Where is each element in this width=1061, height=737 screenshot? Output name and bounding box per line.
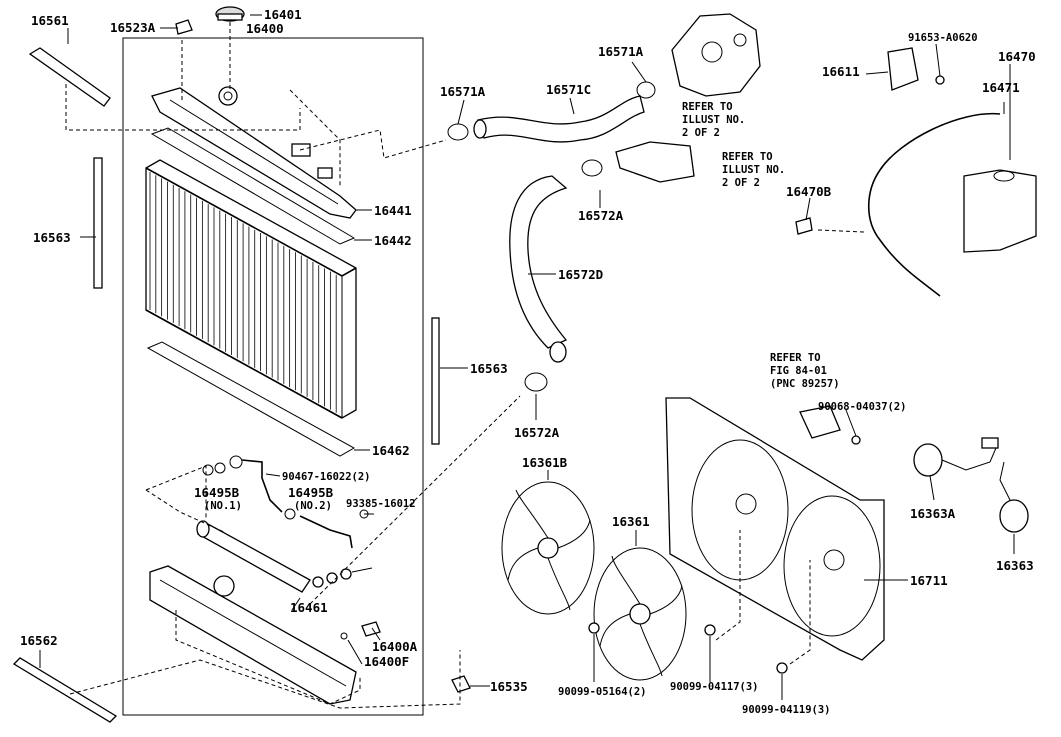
radiator-upper-tank <box>151 86 357 219</box>
label-16361: 16361 <box>612 514 650 529</box>
seal-16561 <box>28 47 111 107</box>
label-16441: 16441 <box>374 203 412 218</box>
fan-motor-16363A <box>913 437 999 477</box>
bracket-16611 <box>887 47 945 91</box>
water-inlet-housing <box>615 141 695 183</box>
note-line: 2 OF 2 <box>682 127 720 139</box>
water-outlet-housing <box>671 13 761 97</box>
label-16495B-1-note: (NO.1) <box>204 500 242 512</box>
oil-cooler-pipe <box>196 520 373 593</box>
label-16471: 16471 <box>982 80 1020 95</box>
lower-radiator-hose <box>509 175 568 363</box>
clamp-16572A-bottom <box>524 372 548 392</box>
upper-radiator-hose <box>473 95 645 143</box>
label-16495B-2-note: (NO.2) <box>294 500 332 512</box>
label-90068: 90068-04037(2) <box>818 401 907 413</box>
label-91653: 91653-A0620 <box>908 32 978 44</box>
label-16571A-top: 16571A <box>598 44 644 59</box>
label-16611: 16611 <box>822 64 860 79</box>
seal-16563-left <box>93 157 103 289</box>
label-16571C: 16571C <box>546 82 591 97</box>
fan-shroud-16711 <box>665 397 885 661</box>
clamp-16572A-top <box>581 159 603 177</box>
seal-16563-right <box>431 317 440 445</box>
drain-plug-16523A <box>175 19 193 35</box>
radiator-cap <box>215 6 245 22</box>
label-16400F: 16400F <box>364 654 409 669</box>
clamp-16571A-left <box>447 123 469 141</box>
label-16523A: 16523A <box>110 20 156 35</box>
label-16572A-bottom: 16572A <box>514 425 560 440</box>
label-90467: 90467-16022(2) <box>282 471 371 483</box>
label-16400A: 16400A <box>372 639 418 654</box>
bracket-16535 <box>451 675 471 693</box>
label-16442: 16442 <box>374 233 412 248</box>
label-16495B-2: 16495B <box>288 485 334 500</box>
fan-relay <box>799 405 841 439</box>
note-refer-illust-mid: REFER TO ILLUST NO. 2 OF 2 <box>722 151 785 189</box>
label-16470B: 16470B <box>786 184 832 199</box>
bolts-fan-mount <box>588 622 788 674</box>
leader-lines <box>39 14 1015 700</box>
radiator-lower-tank <box>149 565 357 705</box>
label-90099-04119: 90099-04119(3) <box>742 704 831 716</box>
radiator-assembly-frame <box>122 37 424 716</box>
label-16461: 16461 <box>290 600 328 615</box>
radiator-core <box>145 159 357 419</box>
note-line: ILLUST NO. <box>722 164 785 176</box>
oil-cooler-hoses <box>202 455 369 549</box>
seal-16562 <box>12 657 118 723</box>
label-16571A-left: 16571A <box>440 84 486 99</box>
label-16561: 16561 <box>31 13 69 28</box>
label-16400: 16400 <box>246 21 284 36</box>
reservoir-tank-16470 <box>963 169 1037 253</box>
label-16563-left: 16563 <box>33 230 71 245</box>
note-refer-fig: REFER TO FIG 84-01 (PNC 89257) <box>770 352 840 390</box>
label-16363: 16363 <box>996 558 1034 573</box>
note-line: (PNC 89257) <box>770 378 840 390</box>
label-16363A: 16363A <box>910 506 956 521</box>
label-16462: 16462 <box>372 443 410 458</box>
note-line: 2 OF 2 <box>722 177 760 189</box>
clip-16470B <box>795 217 813 235</box>
fan-motor-16363 <box>999 461 1029 533</box>
label-16572D: 16572D <box>558 267 603 282</box>
part-labels: 16561 16523A 16401 16400 16571A 16571C 1… <box>20 7 1036 716</box>
note-line: REFER TO <box>682 101 733 113</box>
label-16572A-top: 16572A <box>578 208 624 223</box>
note-refer-illust-top: REFER TO ILLUST NO. 2 OF 2 <box>682 101 745 139</box>
note-line: REFER TO <box>770 352 821 364</box>
note-line: ILLUST NO. <box>682 114 745 126</box>
fan-16361 <box>593 547 687 681</box>
label-16470: 16470 <box>998 49 1036 64</box>
fan-16361B <box>501 481 595 615</box>
label-93385: 93385-16012 <box>346 498 416 510</box>
label-90099-04117: 90099-04117(3) <box>670 681 759 693</box>
label-90099-05164: 90099-05164(2) <box>558 686 647 698</box>
note-line: FIG 84-01 <box>770 365 827 377</box>
label-16711: 16711 <box>910 573 948 588</box>
reservoir-hose-16471 <box>868 112 1001 297</box>
note-line: REFER TO <box>722 151 773 163</box>
dashed-relation-lines <box>65 22 865 709</box>
clamp-16571A-top <box>636 81 656 99</box>
label-16563-right: 16563 <box>470 361 508 376</box>
lower-tank-gasket <box>146 341 356 457</box>
label-16495B-1: 16495B <box>194 485 240 500</box>
label-16562: 16562 <box>20 633 58 648</box>
bolt-90068 <box>851 435 861 445</box>
label-16361B: 16361B <box>522 455 568 470</box>
label-16535: 16535 <box>490 679 528 694</box>
label-16401: 16401 <box>264 7 302 22</box>
